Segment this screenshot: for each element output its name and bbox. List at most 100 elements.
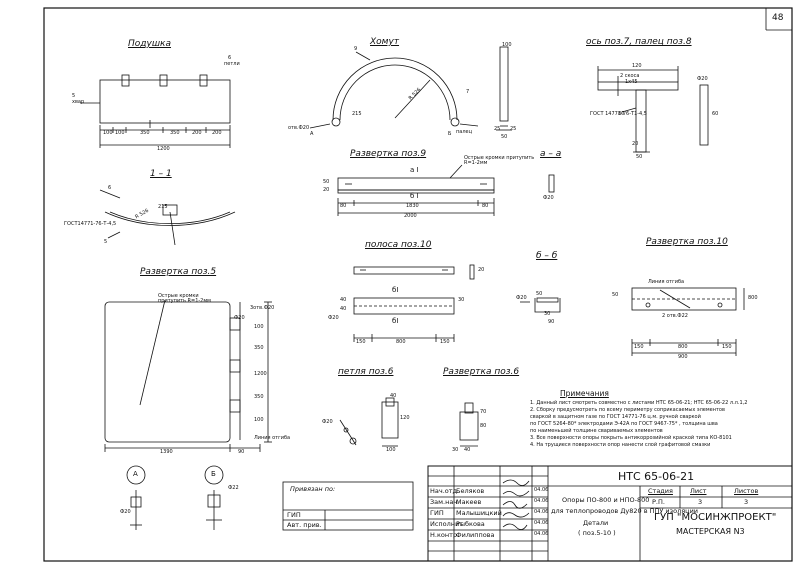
dim-f20-bb: Ф20: [516, 295, 527, 301]
detail-A-label: А: [133, 470, 138, 478]
label-otv2-22: 2 отв.Ф22: [662, 313, 688, 319]
dim-100-6: 100: [386, 447, 396, 453]
label-bI-top: бI: [392, 286, 399, 294]
stamp-h-sheets: Листов: [734, 487, 759, 495]
detail-B-label: Б: [211, 470, 216, 478]
dim-50-9a: 50: [323, 179, 330, 185]
dim-150-10b: 150: [440, 339, 450, 345]
dim-90-5: 90: [238, 449, 245, 455]
dim-90-bb: 90: [548, 319, 555, 325]
stamp-h-sheet: Лист: [690, 487, 707, 495]
dim-120-6: 120: [400, 415, 410, 421]
dim-215-section: 215: [158, 204, 168, 210]
dim-100-strip: 100: [502, 42, 512, 48]
stamp-role-3: ГИП: [430, 509, 444, 517]
stamp-h-stage: Стадия: [648, 487, 673, 495]
sheet-number: 48: [772, 13, 784, 23]
stamp-org: ГУП "МОСИНЖПРОЕКТ": [654, 512, 777, 523]
dim-50-strip: 50: [501, 134, 508, 140]
dim-350-5a: 350: [254, 345, 264, 351]
label-b1-9: б I: [410, 192, 419, 200]
title-petlya: петля поз.6: [338, 367, 394, 377]
dim-200-b: 200: [212, 130, 222, 136]
dim-40-6: 40: [390, 393, 397, 399]
dim-25-b: 25: [510, 126, 517, 132]
dim-f20-aa: Ф20: [543, 195, 554, 201]
label-kromki-9: Острые кромки притупить R=1-2мм: [464, 155, 535, 166]
label-skos: 1х45: [625, 79, 638, 85]
stamp-dept: МАСТЕРСКАЯ N3: [676, 527, 745, 536]
note-3: 3. Все поверхности опоры покрыть антикор…: [530, 435, 732, 441]
label-n5: 5: [72, 93, 76, 99]
stamp-date-5: 04.06: [534, 531, 549, 537]
stamp-role-5: Н.контр.: [430, 531, 460, 539]
dim-30-10: 30: [458, 297, 465, 303]
label-petli: петли: [224, 61, 240, 67]
stamp-name-3: Малышицкий: [456, 509, 502, 517]
stamp-name-2: Макеев: [456, 498, 482, 506]
note-4: 4. На трущиеся поверхности опор нанести …: [530, 442, 711, 448]
dim-800-10r: 800: [678, 344, 688, 350]
stamp-sheets: 3: [744, 498, 749, 506]
dim-1200-5: 1200: [254, 371, 267, 377]
stamp-name-4: Рыбкова: [456, 520, 485, 528]
dim-160-10r: 800: [748, 295, 758, 301]
stamp-desc2: для теплопроводов Ду820 в ППУ изоляции: [551, 507, 699, 515]
dim-40-10a: 40: [340, 297, 347, 303]
title-section-b-b: б – б: [536, 251, 558, 261]
dim-100-b: 100: [115, 130, 125, 136]
dim-1390: 1390: [160, 449, 173, 455]
dim-800-10: 800: [396, 339, 406, 345]
label-ukhvat: хвар: [72, 99, 85, 105]
dim-f20-os: Ф20: [697, 76, 708, 82]
dim-1830: 1830: [406, 203, 419, 209]
dim-50-10r: 50: [612, 292, 619, 298]
stamp-role-4: Исполнит.: [430, 520, 466, 528]
stamp-date-2: 04.06: [534, 498, 549, 504]
dim-f20-A: Ф20: [120, 509, 131, 515]
title-os: ось поз.7, палец поз.8: [586, 37, 692, 47]
dim-70-6: 70: [480, 409, 487, 415]
dim-120-os: 120: [632, 63, 642, 69]
dim-50-bb: 50: [536, 291, 543, 297]
label-kromki-5: Острые кромки притупить R=1-2мм: [158, 293, 211, 304]
stamp-avt-priv: Авт. прив.: [287, 521, 322, 529]
dim-30-6: 30: [452, 447, 459, 453]
note-2b: сваркой в защитном газе по ГОСТ 14771-76…: [530, 414, 701, 420]
stamp-desc4: ( поз.5-10 ): [578, 529, 616, 537]
dim-80-6: 80: [480, 423, 487, 429]
note-2c: по ГОСТ 5264-80* электродами Э-42А по ГО…: [530, 421, 718, 427]
dim-25-a: 25: [494, 126, 501, 132]
label-linia-5: Линия отгиба: [254, 435, 291, 441]
stamp-desc3: Детали: [583, 519, 609, 527]
stamp-name-5: Филиппова: [456, 531, 495, 539]
dim-350-a: 350: [140, 130, 150, 136]
label-A: А: [310, 131, 314, 137]
note-2: 2. Сборку предусмотреть по всему перимет…: [530, 407, 725, 413]
label-bI-bottom: бI: [392, 317, 399, 325]
label-gost-os: ГОСТ 14771-76-Т1-4,5: [590, 111, 647, 117]
title-razv6: Развертка поз.6: [443, 367, 520, 377]
label-a1: а I: [410, 166, 419, 174]
dim-60-os: 60: [712, 111, 719, 117]
stamp-privyazan: Привязан по:: [290, 485, 336, 493]
dim-f22-B: Ф22: [228, 485, 239, 491]
label-n6-section: 6: [108, 185, 112, 191]
stamp-role-2: Зам.нач.: [430, 498, 460, 506]
dim-10-strip: 20: [478, 267, 485, 273]
label-palec: палец: [456, 129, 473, 135]
stamp-stage: Р.П.: [652, 498, 665, 506]
stamp-role-1: Нач.отд.: [430, 487, 460, 495]
label-otv3-20: 3отв.Ф20: [250, 305, 275, 311]
dim-40-10b: 40: [340, 306, 347, 312]
stamp-gip-left: ГИП: [287, 511, 301, 519]
dim-f20-5: Ф20: [234, 315, 245, 321]
label-B: Б: [448, 131, 452, 137]
stamp-date-3: 04.06: [534, 509, 549, 515]
dim-30-bb: 30: [544, 311, 551, 317]
title-razv9: Развертка поз.9: [350, 149, 427, 159]
label-linia-10: Линия отгиба: [648, 279, 685, 285]
label-dva-skosa: 2 скоса: [620, 73, 640, 79]
